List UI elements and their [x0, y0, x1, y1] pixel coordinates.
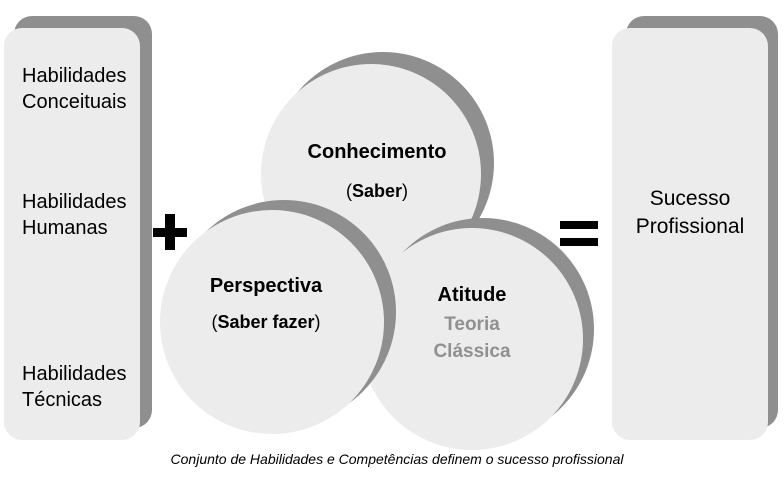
plus-sign-vertical: [165, 214, 175, 250]
circle-perspective: [160, 210, 384, 434]
skill-human-line1: Habilidades: [22, 191, 127, 213]
figure-caption: Conjunto de Habilidades e Competências d…: [170, 451, 624, 467]
perspective-open-paren: (: [211, 312, 218, 332]
skill-conceptual-line2: Conceituais: [22, 91, 127, 113]
skill-conceptual-line1: Habilidades: [22, 65, 127, 87]
skill-human-line2: Humanas: [22, 217, 108, 239]
skill-conceptual: Habilidades Conceituais: [22, 63, 127, 115]
result-line1: Sucesso: [649, 187, 731, 210]
skill-human: Habilidades Humanas: [22, 189, 127, 241]
perspective-title: Perspectiva: [209, 275, 323, 297]
perspective-close-paren: ): [314, 312, 321, 332]
attitude-note-line2: Clássica: [433, 341, 511, 362]
result-line2: Profissional: [635, 215, 745, 238]
skill-technical-line1: Habilidades: [22, 363, 127, 385]
knowledge-title: Conhecimento: [307, 141, 447, 163]
knowledge-close-paren: ): [402, 181, 409, 201]
skills-box: [4, 28, 140, 440]
skill-technical-line2: Técnicas: [22, 389, 103, 411]
result-label: Sucesso Profissional: [612, 185, 768, 241]
attitude-note-line1: Teoria: [444, 314, 500, 335]
result-box: [612, 28, 768, 440]
equals-sign-bottom: [560, 238, 598, 246]
perspective-subtitle-text: Saber fazer: [217, 312, 315, 332]
equals-sign-top: [560, 221, 598, 229]
skill-technical: Habilidades Técnicas: [22, 361, 127, 413]
knowledge-open-paren: (: [345, 181, 352, 201]
circle-attitude: [361, 228, 583, 450]
knowledge-subtitle-text: Saber: [351, 181, 403, 201]
perspective-subtitle: (Saber fazer): [160, 312, 372, 333]
attitude-title: Atitude: [437, 284, 507, 306]
knowledge-subtitle: (Saber): [261, 181, 493, 202]
attitude-note: Teoria Clássica: [372, 311, 572, 365]
